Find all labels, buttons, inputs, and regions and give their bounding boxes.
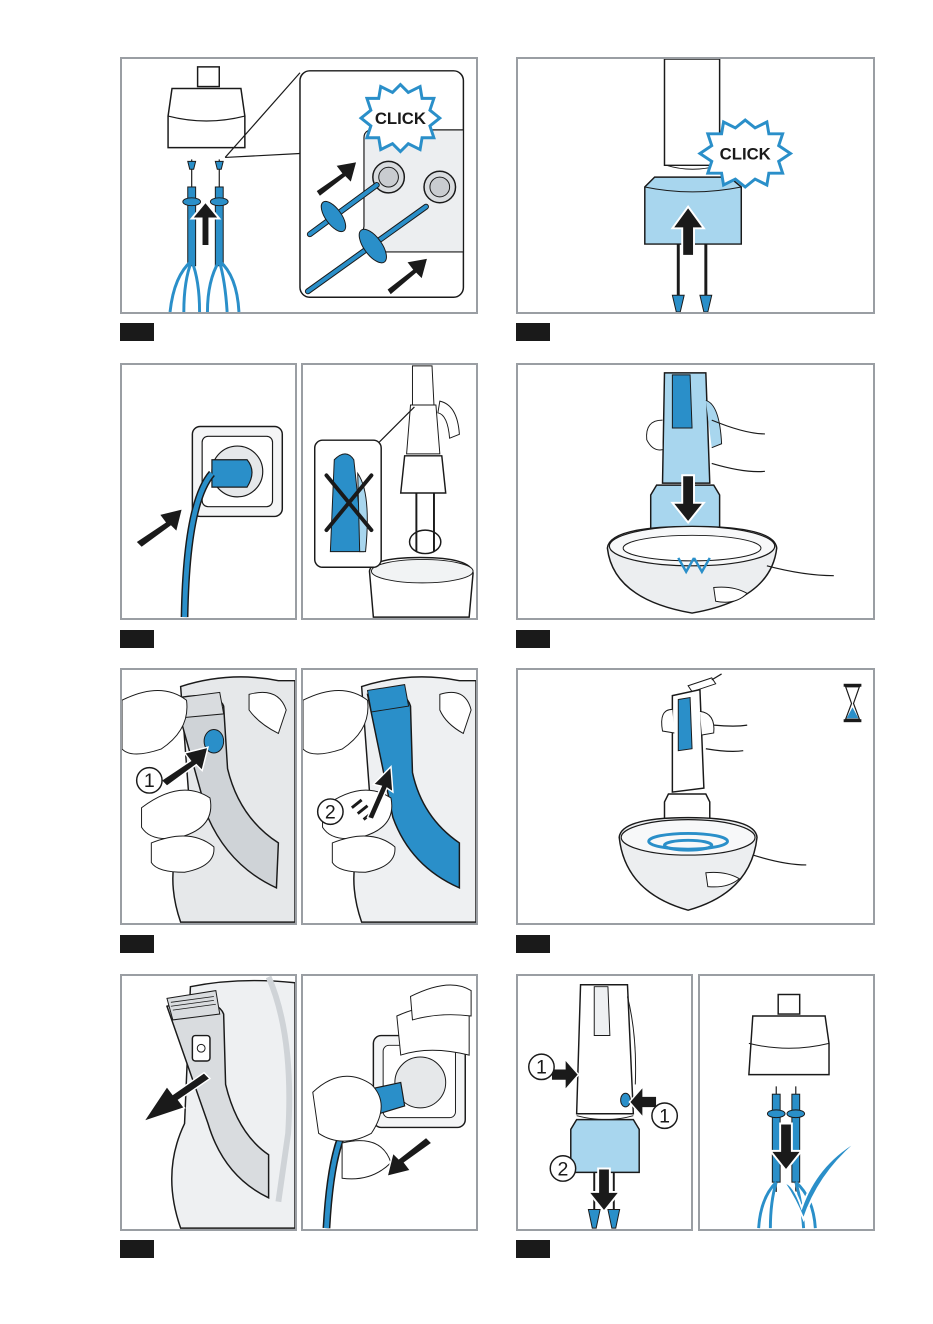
hourglass-icon: [844, 684, 862, 722]
step-7-release-illustration: [122, 976, 295, 1229]
step-2-number-tag: [516, 323, 550, 341]
step-1-panel: CLICK: [120, 57, 478, 314]
step-1-illustration: CLICK: [122, 59, 476, 312]
step-7-number-tag: [120, 1240, 154, 1258]
step-3-number-tag: [120, 630, 154, 648]
step-5-press-illustration: 1: [122, 670, 295, 923]
step-5-slide-illustration: 2: [303, 670, 476, 923]
step-number-1: 1: [659, 1106, 670, 1128]
step-4-illustration: [518, 365, 873, 618]
step-5-number-tag: [120, 935, 154, 953]
step-number-2: 2: [558, 1158, 569, 1180]
arrow-icon: [588, 1168, 619, 1211]
step-number-1: 1: [536, 1057, 547, 1079]
step-number-1: 1: [144, 770, 155, 792]
click-label: CLICK: [375, 109, 426, 128]
step-4-panel: [516, 363, 875, 620]
step-7-panel-unplug: [301, 974, 478, 1231]
arrow-icon: [551, 1059, 578, 1090]
step-8-detach-illustration: 1 1 2: [518, 976, 691, 1229]
click-label: CLICK: [720, 144, 771, 163]
step-3-warning-illustration: [303, 365, 476, 618]
step-3-panel-plug: [120, 363, 297, 620]
step-8-panel-detach: 1 1 2: [516, 974, 693, 1231]
step-number-2: 2: [325, 801, 336, 823]
step-6-number-tag: [516, 935, 550, 953]
step-2-illustration: CLICK: [518, 59, 873, 312]
step-7-panel-release: [120, 974, 297, 1231]
step-3-plug-illustration: [122, 365, 295, 618]
step-2-panel: CLICK: [516, 57, 875, 314]
arrow-icon: [136, 509, 183, 548]
step-5-panel-press: 1: [120, 668, 297, 925]
arrow-icon: [387, 1137, 432, 1176]
step-1-number-tag: [120, 323, 154, 341]
step-6-illustration: [518, 670, 873, 923]
step-8-number-tag: [516, 1240, 550, 1258]
step-5-panel-slide: 2: [301, 668, 478, 925]
step-6-panel: [516, 668, 875, 925]
step-3-panel-warning: [301, 363, 478, 620]
step-8-panel-done: [698, 974, 875, 1231]
step-4-number-tag: [516, 630, 550, 648]
step-8-done-illustration: [700, 976, 873, 1229]
step-7-unplug-illustration: [303, 976, 476, 1229]
